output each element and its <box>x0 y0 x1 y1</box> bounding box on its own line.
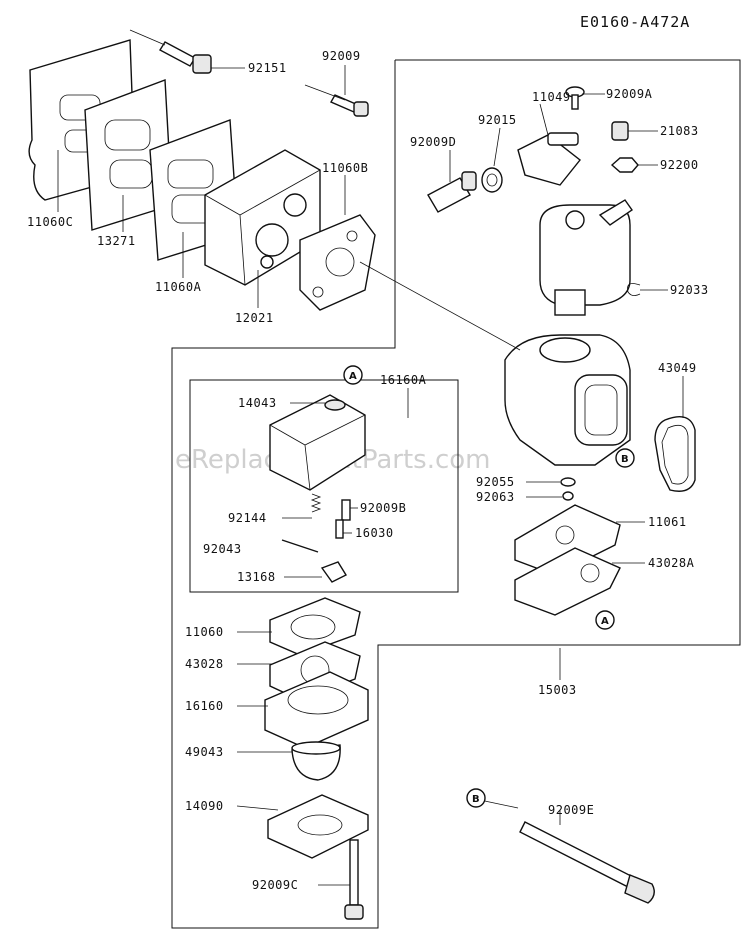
bolt-92009c <box>349 839 359 906</box>
washer-92200 <box>610 157 639 173</box>
oring-92055 <box>560 477 576 487</box>
fitting-92009d <box>427 177 471 213</box>
leader-lines <box>57 65 684 886</box>
needle-16030 <box>335 519 344 539</box>
label-13168: 13168 <box>237 570 276 584</box>
label-11060: 11060 <box>185 625 224 639</box>
screw-92151 <box>159 41 196 67</box>
label-49043: 49043 <box>185 745 224 759</box>
carb-neck <box>554 289 586 316</box>
connector-line <box>129 29 166 46</box>
label-92009c: 92009C <box>252 878 298 892</box>
screw-head <box>192 54 212 74</box>
bolt-92009e <box>519 821 636 889</box>
label-92055: 92055 <box>476 475 515 489</box>
callout-a-bottom: A <box>595 610 615 630</box>
label-92009e: 92009E <box>548 803 594 817</box>
label-12021: 12021 <box>235 311 274 325</box>
gasket-11061 <box>514 504 621 576</box>
callout-b-top: B <box>615 448 635 468</box>
label-14043: 14043 <box>238 396 277 410</box>
label-15003: 15003 <box>538 683 577 697</box>
cover-14090 <box>267 794 369 859</box>
carb-screw <box>565 210 585 230</box>
lever-13168 <box>320 561 347 583</box>
label-92033: 92033 <box>670 283 709 297</box>
svg-text:B: B <box>621 454 629 465</box>
pin-92043 <box>281 539 319 553</box>
label-14090: 14090 <box>185 799 224 813</box>
label-11060a: 11060A <box>155 280 202 294</box>
throttle-lever-11049 <box>517 134 581 186</box>
label-13271: 13271 <box>97 234 136 248</box>
label-16160a: 16160A <box>380 373 427 387</box>
part-14043 <box>324 399 346 411</box>
carburetor-upper <box>539 204 631 306</box>
diagram-code: E0160-A472A <box>580 13 690 31</box>
oring-92063 <box>562 491 574 501</box>
svg-text:B: B <box>472 794 480 805</box>
nut-92015 <box>481 167 503 193</box>
svg-text:A: A <box>601 616 609 627</box>
connector-line <box>304 84 346 101</box>
label-43028: 43028 <box>185 657 224 671</box>
assembly-outline <box>171 59 741 929</box>
label-21083: 21083 <box>660 124 699 138</box>
label-43049: 43049 <box>658 361 697 375</box>
label-92009: 92009 <box>322 49 361 63</box>
label-92015: 92015 <box>478 113 517 127</box>
clip-92033 <box>627 283 641 296</box>
insulator-port <box>283 193 307 217</box>
gasket-43049 <box>654 416 696 492</box>
label-16160: 16160 <box>185 699 224 713</box>
pump-cover-16160a <box>269 394 366 491</box>
callout-b-bottom: B <box>466 788 486 808</box>
label-16030: 16030 <box>355 526 394 540</box>
label-92144: 92144 <box>228 511 267 525</box>
label-11061: 11061 <box>648 515 687 529</box>
label-43028a: 43028A <box>648 556 695 570</box>
label-92151: 92151 <box>248 61 287 75</box>
label-11049: 11049 <box>532 90 571 104</box>
plug-21083 <box>611 121 629 141</box>
gasket-11060 <box>269 597 361 656</box>
label-92043: 92043 <box>203 542 242 556</box>
connector-line <box>359 261 521 351</box>
callout-a-top: A <box>343 365 363 385</box>
label-92009b: 92009B <box>360 501 406 515</box>
subassembly-box <box>189 379 459 593</box>
label-11060b: 11060B <box>322 161 368 175</box>
svg-text:A: A <box>349 371 357 382</box>
pump-body-16160 <box>264 671 369 749</box>
spring-92144 <box>310 493 322 513</box>
label-92009a: 92009A <box>606 87 653 101</box>
screw-92009b <box>341 499 351 521</box>
label-92063: 92063 <box>476 490 515 504</box>
label-92009d: 92009D <box>410 135 456 149</box>
carb-bore <box>574 374 628 446</box>
insulator-port <box>255 223 289 257</box>
label-92200: 92200 <box>660 158 699 172</box>
connector-line <box>479 799 519 809</box>
label-11060c: 11060C <box>27 215 73 229</box>
